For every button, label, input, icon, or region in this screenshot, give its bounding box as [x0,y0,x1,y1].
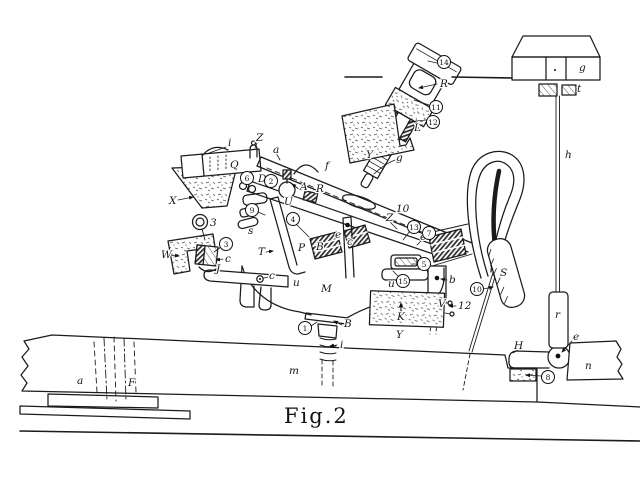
detail-screw-assembly [341,42,462,189]
label-key-a: a [77,375,83,387]
svg-text:14: 14 [439,58,449,67]
label-spring-i: i [340,339,343,351]
callout-7: 7 [422,226,436,240]
label-jack-t: T [258,246,266,258]
callout-1: 1 [298,321,312,335]
damper-assembly [462,150,526,391]
callout-12: 12 [426,115,440,129]
figure-caption: Fig.2 [284,404,349,428]
label-hook-j: J [214,263,221,275]
label-cushion-k: K [396,311,406,323]
callout-9: 9 [245,203,259,217]
svg-text:10: 10 [472,285,482,294]
string-line [344,76,513,79]
callout-6: 6 [240,171,254,185]
callout-14: 14 [437,55,451,69]
label-block-x: X [168,195,177,207]
wippen [203,265,445,388]
label-u-right: u [388,278,395,290]
callout-11: 11 [429,100,443,114]
svg-text:3: 3 [224,240,229,249]
svg-text:1: 1 [303,324,308,333]
svg-text:9: 9 [250,206,255,215]
callout-3: 3 [219,237,233,251]
label-block-c: c [225,253,231,265]
label-lever-u: U [284,196,294,208]
label-pivot-b: b [449,274,456,286]
label-felt: i [228,137,231,149]
label-detail-r: R [439,78,448,90]
label-capstan-b: B [343,318,352,330]
label-wippen-p: P [297,242,306,254]
label-pivot-e: e [573,331,579,343]
callout-13: 13 [407,220,421,234]
label-shank-a: a [273,144,279,156]
svg-text:2: 2 [269,177,274,186]
callouts-layer: 1 2 3 4 5 6 7 8 9 10 11 12 13 14 15 [219,55,555,384]
bracket-w-assembly [167,213,224,275]
label-s-small: s [248,225,254,237]
damper-head-block [511,35,601,97]
label-detail-l: L [413,122,421,134]
label-rail-10: 10 [396,203,410,215]
label-detail-y: Y [366,149,374,161]
felt-blocks [309,223,473,267]
svg-text:5: 5 [422,260,427,269]
label-e-upper: e [420,231,426,243]
label-cushion-y: Y [396,329,404,341]
svg-text:15: 15 [398,277,408,286]
label-bracket-h: H [513,340,524,352]
label-wippen-m: M [320,283,332,295]
label-bracket-w: W [161,249,173,261]
roller-flange [238,169,319,203]
labels-layer: i Z a Q f X D A R U Z 10 e s 3 W c J T P… [76,61,594,430]
label-e-mid: e [335,229,341,241]
label-cylinder-r: r [555,309,561,321]
label-pads-t: t [577,83,582,95]
svg-text:7: 7 [427,229,432,238]
label-pin-z: Z [255,132,264,144]
svg-text:13: 13 [409,223,419,232]
callout-5: 5 [417,257,431,271]
rod-bracket-assembly [508,95,624,382]
svg-text:12: 12 [428,118,438,127]
callout-15: 15 [396,274,410,288]
svg-text:8: 8 [546,373,551,382]
label-lever-f: f [324,160,331,172]
key-lever [20,334,538,403]
label-screws-12: 12 [458,300,472,312]
label-ring-3: 3 [210,217,217,229]
label-roller-a: A [299,181,308,193]
label-wippen-b: B [315,241,324,253]
label-post-v: V [438,298,447,310]
jack-assembly [237,192,310,275]
label-c-rail: c [269,270,275,282]
label-block-r: R [315,183,324,195]
callout-4: 4 [286,212,300,226]
hammer-assembly [171,140,281,209]
label-key-f: F [127,377,136,389]
svg-text:11: 11 [431,103,441,112]
svg-text:4: 4 [291,215,296,224]
label-damper-s: S [500,267,507,279]
label-spring-z: Z [385,212,394,224]
label-u-left: u [293,277,300,289]
label-detail-g: g [396,152,403,164]
callout-8: 8 [541,370,555,384]
keybed [19,393,640,442]
label-butt-q: Q [230,159,239,171]
label-head-g: g [579,62,586,74]
callout-2: 2 [264,174,278,188]
label-key-m: m [289,365,299,377]
label-rod-h: h [565,149,572,161]
callout-10: 10 [470,282,484,296]
label-frame-n: n [585,360,592,372]
cushion-block [368,290,457,334]
label-c-mid: c [347,236,353,248]
svg-text:6: 6 [245,174,250,183]
